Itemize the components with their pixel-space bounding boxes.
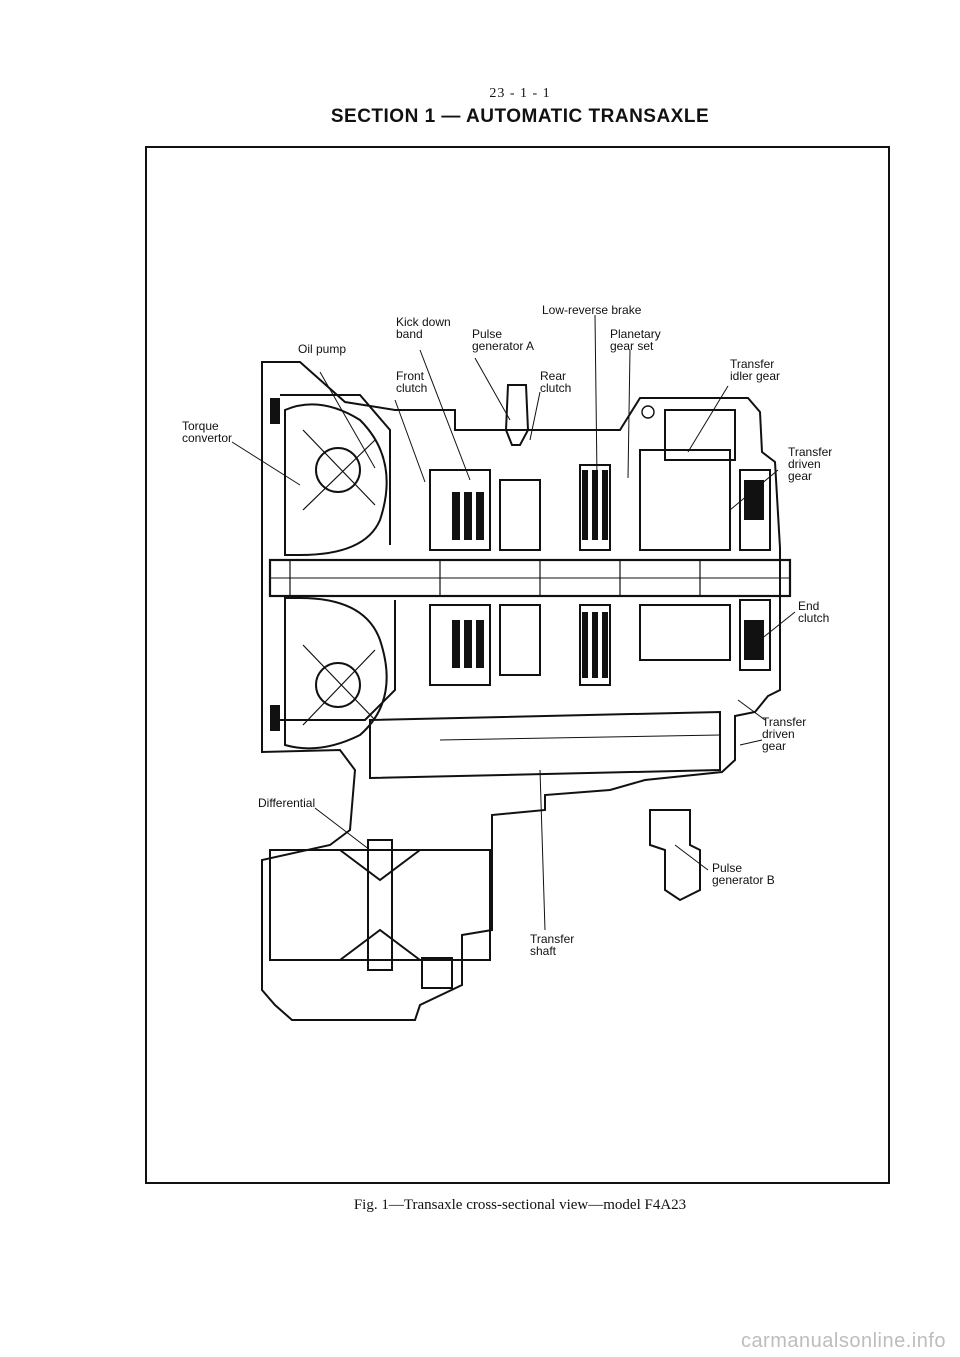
label-differential: Differential [258,796,316,810]
label-end-clutch: End clutch [798,599,830,625]
label-pulse-generator-b: Pulse generator B [712,861,775,887]
label-oil-pump: Oil pump [298,342,347,356]
figure-frame [145,146,890,1184]
label-transfer-driven-gear-bottom: Transfer driven gear [762,715,807,753]
label-front-clutch: Front clutch [396,369,428,395]
label-transfer-shaft: Transfer shaft [530,932,575,958]
page-number: 23 - 1 - 1 [489,86,551,101]
label-low-reverse-brake: Low-reverse brake [542,303,642,317]
figure-caption: Fig. 1—Transaxle cross-sectional view—mo… [353,1197,687,1213]
label-rear-clutch: Rear clutch [540,369,572,395]
label-transfer-driven-gear-top: Transfer driven gear [788,445,833,483]
label-torque-convertor: Torque convertor [182,419,233,445]
label-planetary-gear-set: Planetary gear set [610,327,661,353]
label-transfer-idler-gear: Transfer idler gear [730,357,781,383]
label-pulse-generator-a: Pulse generator A [472,327,535,353]
watermark: carmanualsonline.info [740,1330,946,1352]
label-kick-down-band: Kick down band [396,315,451,341]
section-title: SECTION 1 — AUTOMATIC TRANSAXLE [330,106,710,127]
